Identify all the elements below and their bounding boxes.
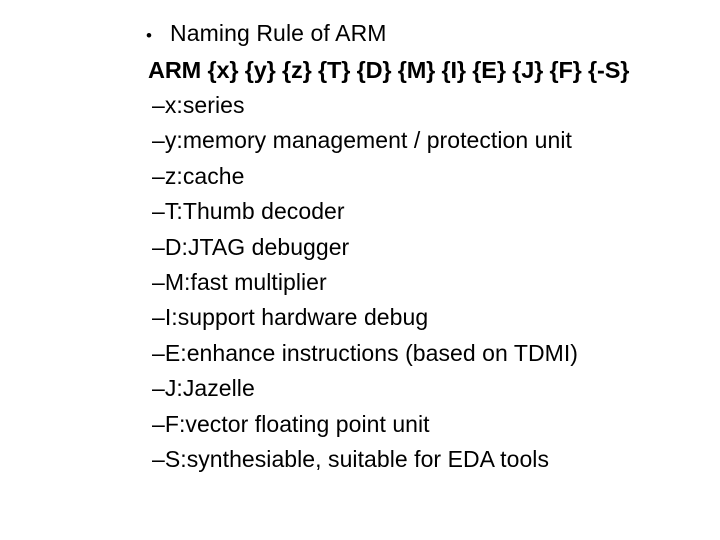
bullet-point-icon: •: [146, 26, 153, 45]
list-item: – J: Jazelle: [142, 371, 702, 406]
definition-value: cache: [182, 162, 245, 189]
bullet-list-item-heading: • Naming Rule of ARM: [142, 16, 702, 53]
definition-value: memory management / protection unit: [182, 127, 572, 154]
dash-bullet-icon: –: [152, 127, 165, 154]
list-item: – y: memory management / protection unit: [142, 123, 702, 158]
list-item: – I: support hardware debug: [142, 300, 702, 335]
list-item: – E: enhance instructions (based on TDMI…: [142, 336, 702, 371]
definition-key: J:: [164, 375, 183, 402]
definition-value: support hardware debug: [177, 304, 429, 331]
definition-value: fast multiplier: [190, 269, 327, 296]
definition-key: z:: [164, 162, 183, 189]
list-item: – F: vector floating point unit: [142, 407, 702, 442]
list-item: – S: synthesiable, suitable for EDA tool…: [142, 442, 702, 477]
dash-bullet-icon: –: [152, 375, 165, 402]
definition-key: F:: [164, 410, 186, 437]
definition-value: vector floating point unit: [185, 410, 430, 437]
slide-content-placeholder: • Naming Rule of ARM ARM {x} {y} {z} {T}…: [142, 16, 702, 477]
dash-bullet-icon: –: [152, 162, 165, 189]
definition-key: M:: [164, 269, 191, 296]
bullet-list-item-label: Naming Rule of ARM: [170, 20, 387, 46]
dash-bullet-icon: –: [152, 269, 165, 296]
list-item: – T: Thumb decoder: [142, 194, 702, 229]
definition-key: D:: [164, 233, 188, 260]
definition-value: enhance instructions (based on TDMI): [186, 339, 578, 366]
list-item: – x: series: [142, 88, 702, 123]
dash-bullet-icon: –: [152, 339, 165, 366]
definition-list: – x: series – y: memory management / pro…: [142, 88, 702, 477]
definition-value: Jazelle: [182, 375, 255, 402]
definition-value: series: [182, 92, 245, 118]
list-item: – D: JTAG debugger: [142, 230, 702, 265]
definition-value: synthesiable, suitable for EDA tools: [186, 446, 550, 473]
definition-key: E:: [164, 339, 187, 366]
dash-bullet-icon: –: [152, 233, 165, 260]
definition-key: I:: [164, 304, 178, 331]
dash-bullet-icon: –: [152, 92, 165, 118]
dash-bullet-icon: –: [152, 410, 165, 437]
dash-bullet-icon: –: [152, 446, 165, 473]
arm-naming-format-line: ARM {x} {y} {z} {T} {D} {M} {I} {E} {J} …: [148, 57, 630, 83]
list-item: – z: cache: [142, 159, 702, 194]
list-item: – M: fast multiplier: [142, 265, 702, 300]
definition-key: S:: [164, 446, 187, 473]
definition-value: Thumb decoder: [182, 198, 345, 225]
dash-bullet-icon: –: [152, 304, 165, 331]
definition-key: T:: [164, 198, 183, 225]
definition-key: x:: [164, 92, 183, 118]
definition-key: y:: [164, 127, 183, 154]
definition-value: JTAG debugger: [187, 233, 350, 260]
dash-bullet-icon: –: [152, 198, 165, 225]
